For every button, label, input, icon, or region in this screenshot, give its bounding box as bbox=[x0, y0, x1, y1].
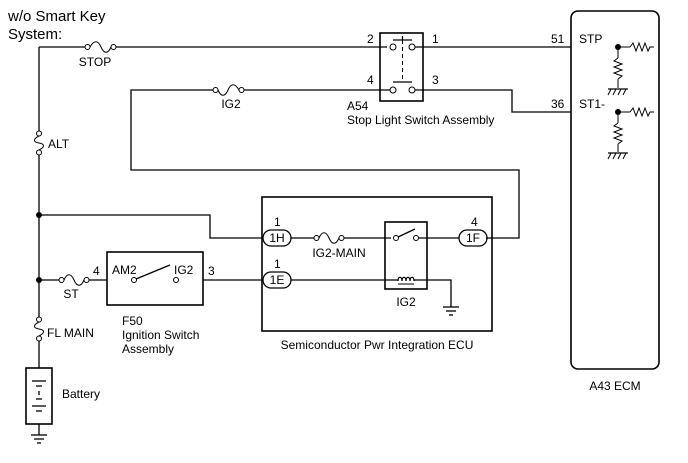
connector-1f: 1F bbox=[458, 229, 488, 247]
battery-label: Battery bbox=[62, 387, 100, 401]
stop-switch-pin4: 4 bbox=[367, 73, 374, 87]
ignition-term-ig2: IG2 bbox=[174, 263, 194, 277]
pin-1h-number: 1 bbox=[274, 215, 281, 229]
ecu-label: Semiconductor Pwr Integration ECU bbox=[281, 338, 474, 352]
ig2-main-fuse-label: IG2-MAIN bbox=[312, 246, 365, 260]
ecm-pin-51: 51 bbox=[551, 32, 565, 46]
ecm-stp-input-circuit bbox=[607, 41, 654, 96]
stop-switch-code: A54 bbox=[347, 99, 369, 113]
svg-text:1E: 1E bbox=[270, 273, 285, 287]
st-fuse bbox=[58, 274, 90, 286]
ignition-code: F50 bbox=[122, 314, 143, 328]
stop-light-switch bbox=[379, 32, 424, 102]
stop-switch-pin2: 2 bbox=[367, 32, 374, 46]
battery-ground-symbol bbox=[31, 434, 47, 444]
stop-switch-pin1: 1 bbox=[432, 32, 439, 46]
ig2-relay bbox=[384, 221, 428, 290]
battery-symbol bbox=[25, 367, 53, 425]
connector-1e: 1E bbox=[262, 271, 292, 289]
header-line2: System: bbox=[8, 26, 62, 43]
pin-1f-number: 4 bbox=[471, 215, 478, 229]
stop-fuse bbox=[39, 41, 387, 53]
stop-switch-name: Stop Light Switch Assembly bbox=[347, 113, 494, 127]
ignition-name-line2: Assembly bbox=[122, 342, 174, 356]
ecm-st1-input-circuit bbox=[607, 106, 654, 160]
stop-fuse-label: STOP bbox=[79, 55, 111, 69]
ig2-fuse bbox=[212, 84, 245, 96]
ignition-pin4: 4 bbox=[93, 264, 100, 278]
pin-1e-number: 1 bbox=[274, 257, 281, 271]
ecm-pin-36: 36 bbox=[551, 97, 565, 111]
ig2-relay-label: IG2 bbox=[396, 295, 416, 309]
svg-text:1H: 1H bbox=[269, 231, 284, 245]
ignition-pin3: 3 bbox=[208, 264, 215, 278]
ecm-label: A43 ECM bbox=[589, 379, 640, 393]
ignition-term-am2: AM2 bbox=[112, 263, 137, 277]
fl-main-fuse bbox=[34, 316, 44, 342]
alt-fuse bbox=[34, 130, 44, 156]
ecu-ground-symbol bbox=[443, 306, 459, 316]
fl-main-fuse-label: FL MAIN bbox=[47, 326, 94, 340]
ecm-signal-stp: STP bbox=[579, 32, 602, 46]
ignition-switch bbox=[106, 251, 204, 306]
stop-switch-pin3: 3 bbox=[432, 73, 439, 87]
ecu-box bbox=[261, 196, 493, 332]
svg-text:1F: 1F bbox=[466, 231, 480, 245]
ecm-box bbox=[570, 10, 660, 370]
header-line1: w/o Smart Key bbox=[7, 8, 106, 25]
ignition-name-line1: Ignition Switch bbox=[122, 328, 199, 342]
connector-1h: 1H bbox=[262, 229, 292, 247]
ecm-signal-st1: ST1- bbox=[579, 97, 605, 111]
st-fuse-label: ST bbox=[63, 287, 79, 301]
ig2-fuse-label: IG2 bbox=[221, 97, 241, 111]
alt-fuse-label: ALT bbox=[48, 137, 70, 151]
ig2-main-fuse bbox=[313, 232, 345, 244]
